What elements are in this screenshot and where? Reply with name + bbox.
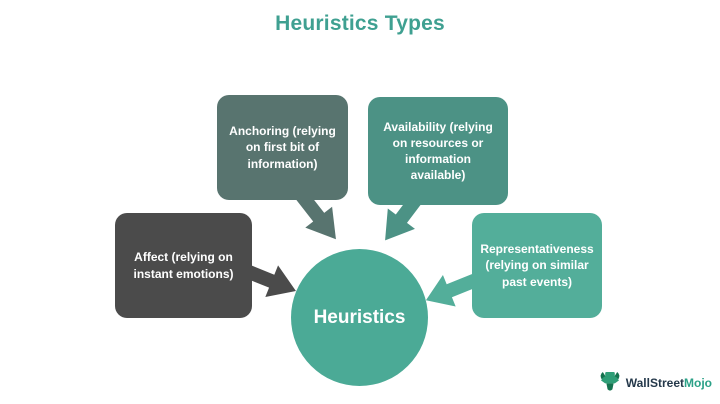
node-availability: Availability (relying on resources or in… [368,97,508,205]
node-anchoring: Anchoring (relying on first bit of infor… [217,95,348,200]
arrow-anchoring-to-center [284,180,351,251]
node-representativeness: Representativeness (relying on similar p… [472,213,602,318]
arrow-affect-to-center [237,252,303,308]
arrow-representativeness-to-center [419,262,483,317]
logo-text-secondary: Mojo [684,375,712,390]
node-affect: Affect (relying on instant emotions) [115,213,252,318]
logo-text-primary: WallStreet [625,375,684,390]
page-title: Heuristics Types [275,12,445,35]
wallstreetmojo-logo: WallStreetMojo [598,369,712,396]
logo-text: WallStreetMojo [626,376,712,390]
bull-icon [598,369,622,396]
center-node-heuristics: Heuristics [291,249,428,386]
